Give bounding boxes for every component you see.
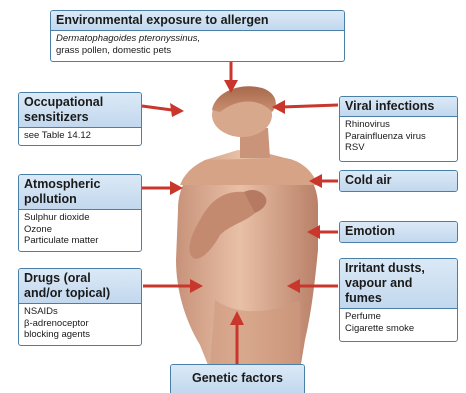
human-figure (176, 86, 318, 370)
drugs-title-line-1: Drugs (oral (24, 271, 136, 286)
arrow-occupational (142, 106, 172, 110)
irritant-dusts-box: Irritant dusts, vapour and fumes Perfume… (339, 258, 458, 342)
occupational-title-line-2: sensitizers (24, 110, 136, 125)
emotion-box: Emotion (339, 221, 458, 243)
genetic-factors-box: Genetic factors (170, 364, 305, 393)
environmental-exposure-box: Environmental exposure to allergen Derma… (50, 10, 345, 62)
irritant-title-line-2: vapour and (345, 276, 452, 291)
atmospheric-title-line-1: Atmospheric (24, 177, 136, 192)
viral-line-3: RSV (345, 142, 452, 154)
drugs-line-3: blocking agents (24, 329, 136, 341)
drugs-title-line-2: and/or topical) (24, 286, 136, 301)
atmospheric-pollution-box: Atmospheric pollution Sulphur dioxide Oz… (18, 174, 142, 252)
viral-infections-title: Viral infections (340, 97, 457, 117)
atmospheric-line-2: Ozone (24, 224, 136, 236)
atmospheric-line-1: Sulphur dioxide (24, 212, 136, 224)
irritant-line-2: Cigarette smoke (345, 323, 452, 335)
emotion-title: Emotion (340, 222, 457, 242)
environmental-line-1: Dermatophagoides pteronyssinus, (56, 33, 339, 45)
arrow-viral (282, 105, 338, 107)
genetic-factors-title: Genetic factors (171, 365, 304, 393)
atmospheric-line-3: Particulate matter (24, 235, 136, 247)
occupational-sensitizers-box: Occupational sensitizers see Table 14.12 (18, 92, 142, 146)
atmospheric-pollution-title: Atmospheric pollution (19, 175, 141, 210)
drugs-line-2: β-adrenoceptor (24, 318, 136, 330)
drugs-box: Drugs (oral and/or topical) NSAIDs β-adr… (18, 268, 142, 346)
irritant-title-line-3: fumes (345, 291, 452, 306)
viral-infections-box: Viral infections Rhinovirus Parainfluenz… (339, 96, 458, 162)
irritant-dusts-title: Irritant dusts, vapour and fumes (340, 259, 457, 309)
cold-air-box: Cold air (339, 170, 458, 192)
environmental-line-2: grass pollen, domestic pets (56, 45, 339, 57)
occupational-title-line-1: Occupational (24, 95, 136, 110)
drugs-title: Drugs (oral and/or topical) (19, 269, 141, 304)
cold-air-title: Cold air (340, 171, 457, 191)
irritant-line-1: Perfume (345, 311, 452, 323)
atmospheric-title-line-2: pollution (24, 192, 136, 207)
viral-line-2: Parainfluenza virus (345, 131, 452, 143)
environmental-exposure-title: Environmental exposure to allergen (51, 11, 344, 31)
viral-line-1: Rhinovirus (345, 119, 452, 131)
occupational-sensitizers-title: Occupational sensitizers (19, 93, 141, 128)
occupational-line-1: see Table 14.12 (24, 130, 136, 142)
irritant-title-line-1: Irritant dusts, (345, 261, 452, 276)
drugs-line-1: NSAIDs (24, 306, 136, 318)
